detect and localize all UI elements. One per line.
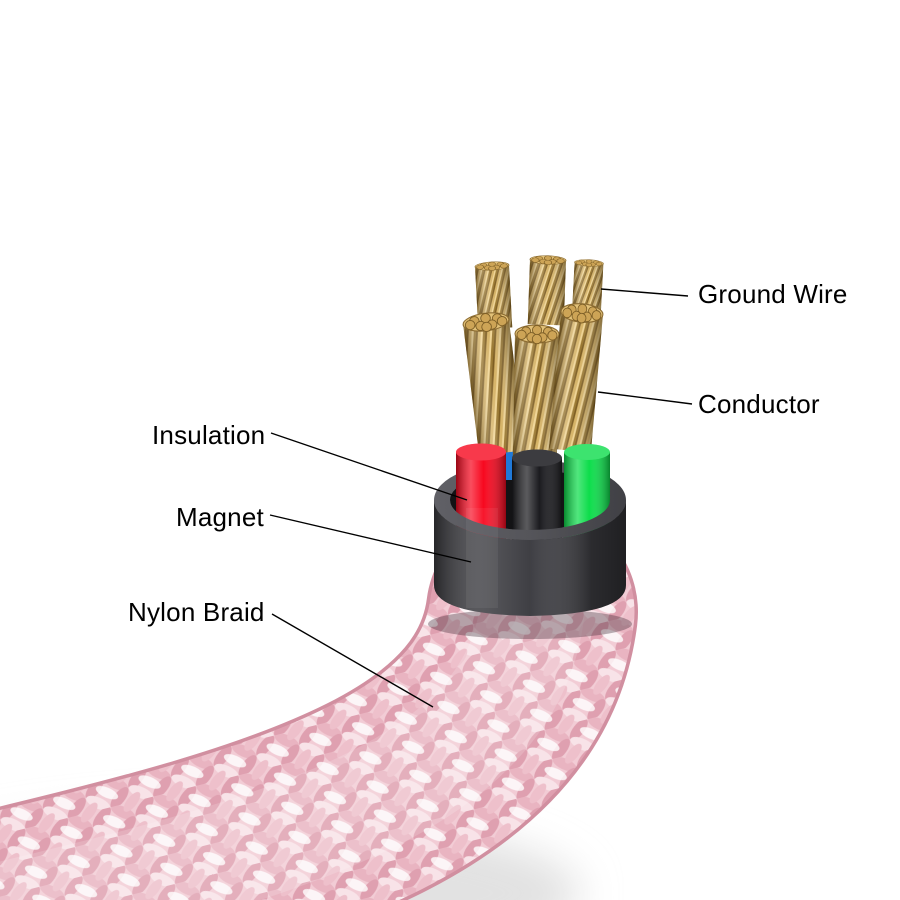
leader-conductor: [597, 391, 693, 405]
magnet-ring-front: [434, 500, 626, 616]
leader-magnet: [269, 514, 472, 563]
conductor-bundles: [461, 254, 605, 470]
label-nylon-braid: Nylon Braid: [128, 597, 265, 627]
label-insulation: Insulation: [152, 420, 266, 450]
label-magnet: Magnet: [176, 502, 264, 532]
conductor-bundle: [527, 254, 567, 326]
leader-nylon-braid: [271, 613, 434, 708]
leader-lines: [269, 288, 693, 708]
label-ground-wire: Ground Wire: [698, 279, 848, 309]
label-conductor: Conductor: [698, 389, 820, 419]
leader-ground-wire: [600, 288, 689, 297]
braided-cable: [0, 506, 638, 900]
leader-insulation: [270, 432, 468, 501]
